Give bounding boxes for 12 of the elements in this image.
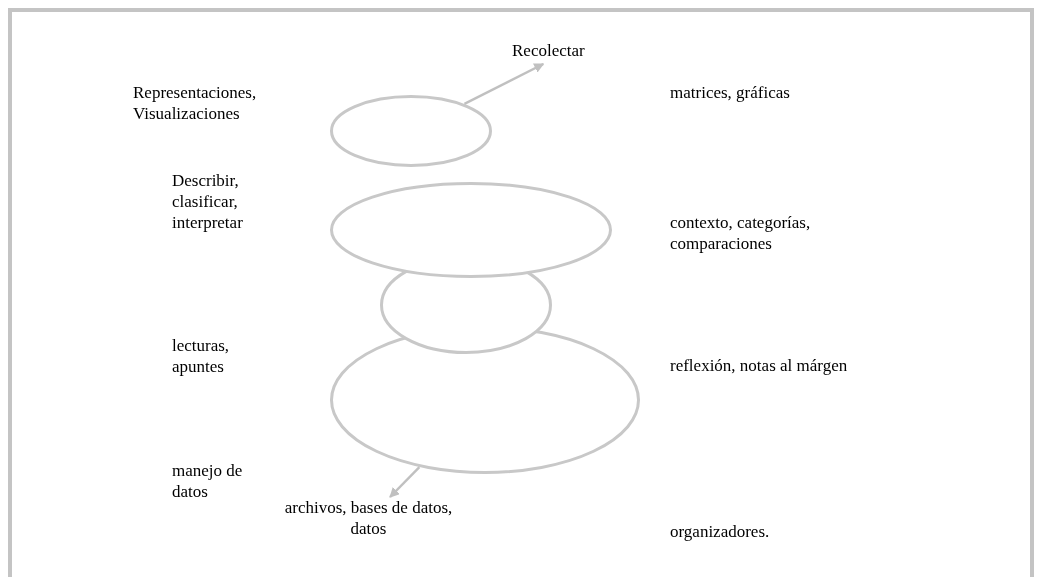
arrow [389, 466, 421, 498]
text-label: organizadores. [670, 521, 771, 542]
text-label: Recolectar [512, 40, 622, 64]
text-label: reflexión, notas al márgen [670, 355, 849, 376]
text-label: contexto, categorías, comparaciones [670, 212, 812, 254]
text-label: archivos, bases de datos, datos [266, 497, 471, 541]
arrow [463, 62, 545, 106]
text-label: lecturas, apuntes [172, 335, 231, 377]
text-label: Representaciones, Visualizaciones [133, 82, 258, 124]
text-label: matrices, gráficas [670, 82, 790, 103]
text-label: Describir, clasificar, interpretar [172, 170, 244, 233]
text-label: manejo de datos [172, 460, 244, 502]
